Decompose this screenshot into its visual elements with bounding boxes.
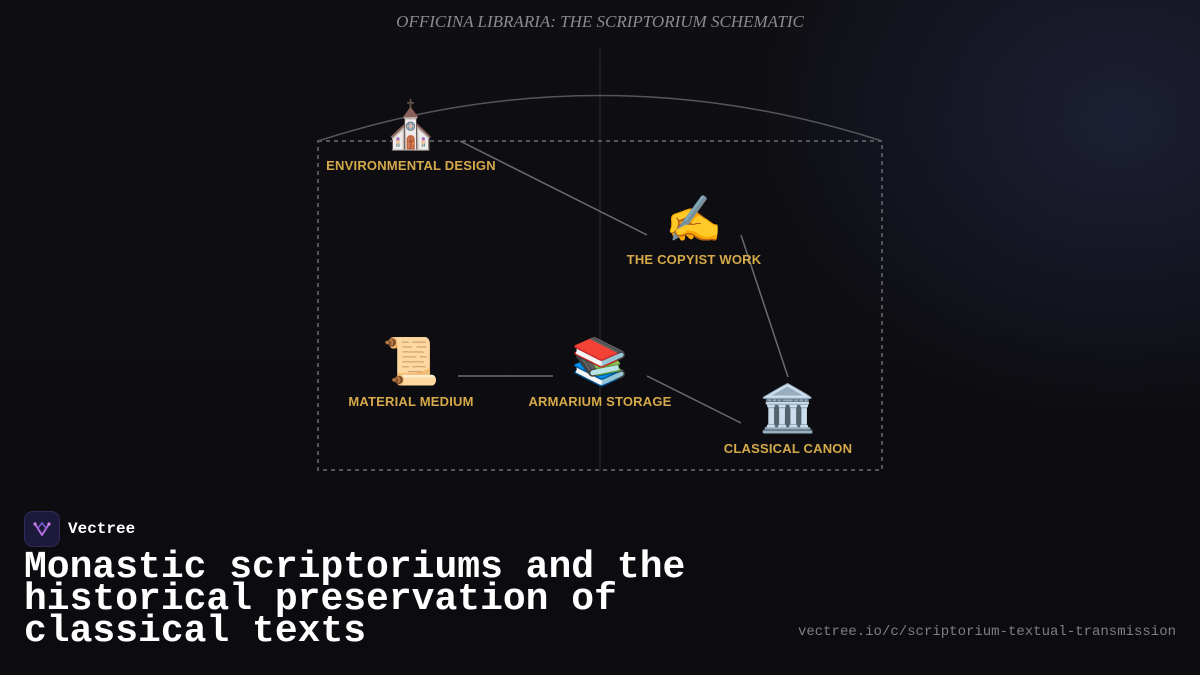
node-copyist-work: ✍️ THE COPYIST WORK (584, 192, 804, 267)
scroll-icon: 📜 (382, 334, 440, 388)
brand: Vectree (24, 511, 136, 547)
node-label: ARMARIUM STORAGE (528, 394, 672, 409)
node-environmental-design: ⛪ ENVIRONMENTAL DESIGN (301, 98, 521, 173)
writing-hand-icon: ✍️ (665, 192, 723, 246)
node-armarium-storage: 📚 ARMARIUM STORAGE (490, 334, 710, 409)
node-label: MATERIAL MEDIUM (348, 394, 474, 409)
brand-name: Vectree (68, 520, 136, 538)
edge-environmental-to-copyist (459, 140, 648, 236)
vectree-logo-icon (24, 511, 60, 547)
node-label: CLASSICAL CANON (723, 441, 853, 456)
classical-building-icon: 🏛️ (759, 381, 817, 435)
node-label: ENVIRONMENTAL DESIGN (326, 158, 496, 173)
diagram-title: OFFICINA LIBRARIA: THE SCRIPTORIUM SCHEM… (396, 12, 804, 31)
headline: Monastic scriptoriums and the historical… (24, 546, 686, 653)
edge-copyist-to-canon (740, 234, 789, 378)
node-label: THE COPYIST WORK (626, 252, 762, 267)
scriptorium-frame (317, 140, 883, 471)
books-icon: 📚 (571, 334, 629, 388)
edge-armarium-to-canon (646, 375, 742, 424)
node-material-medium: 📜 MATERIAL MEDIUM (301, 334, 521, 409)
roof-arch (317, 94, 883, 142)
node-classical-canon: 🏛️ CLASSICAL CANON (678, 381, 898, 456)
source-url[interactable]: vectree.io/c/scriptorium-textual-transmi… (797, 624, 1176, 640)
church-icon: ⛪ (382, 98, 440, 152)
